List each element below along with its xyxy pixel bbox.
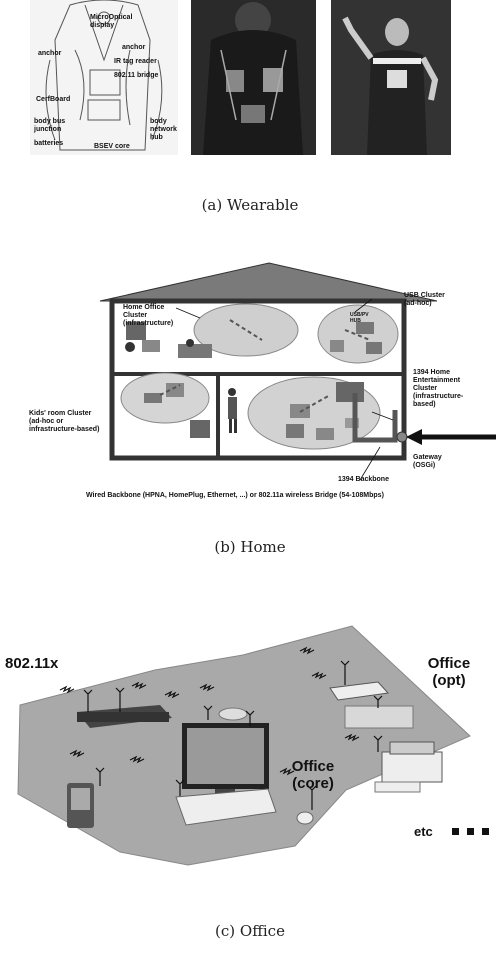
label-entertainment: 1394 Home Entertainment Cluster (infrast… — [413, 369, 464, 408]
label-usb-cluster: USB Cluster (ad-hoc) — [404, 292, 445, 307]
label-cerfboard: CerfBoard — [36, 96, 71, 103]
label-gateway: Gateway (OSGi) — [413, 454, 442, 469]
label-ir-reader: IR tag reader — [114, 58, 157, 65]
caption-home: (b) Home — [214, 538, 286, 556]
label-80211x: 802.11x — [5, 655, 59, 672]
label-wired-backbone: Wired Backbone (HPNA, HomePlug, Ethernet… — [86, 492, 384, 499]
wearable-person-photo — [331, 0, 451, 155]
label-anchor-right: anchor — [122, 44, 146, 51]
label-office-opt: Office (opt) — [427, 655, 471, 689]
label-display: MicroOptical display — [90, 14, 133, 29]
label-batteries: batteries — [34, 140, 64, 147]
label-usb-hub: USB/PV HUB — [350, 312, 369, 324]
label-office-core: Office (core) — [291, 758, 335, 792]
label-body-bus: body bus junction — [34, 118, 66, 133]
wearable-sketch-image: MicroOptical display anchor anchor IR ta… — [30, 0, 178, 155]
caption-office: (c) Office — [215, 922, 285, 940]
label-etc: etc — [414, 824, 433, 839]
label-hub: body network hub — [150, 118, 177, 141]
label-anchor-left: anchor — [38, 50, 62, 57]
sketch-drawing — [45, 0, 163, 151]
wearable-vest-photo — [191, 0, 316, 155]
label-kids-room: Kids' room Cluster (ad-hoc or infrastruc… — [29, 410, 100, 433]
label-home-office: Home Office Cluster (infrastructure) — [123, 304, 174, 327]
label-bsev: BSEV core — [94, 143, 130, 150]
label-bridge: 802.11 bridge — [114, 72, 159, 79]
caption-wearable: (a) Wearable — [201, 196, 299, 214]
label-1394-backbone: 1394 Backbone — [338, 476, 389, 483]
